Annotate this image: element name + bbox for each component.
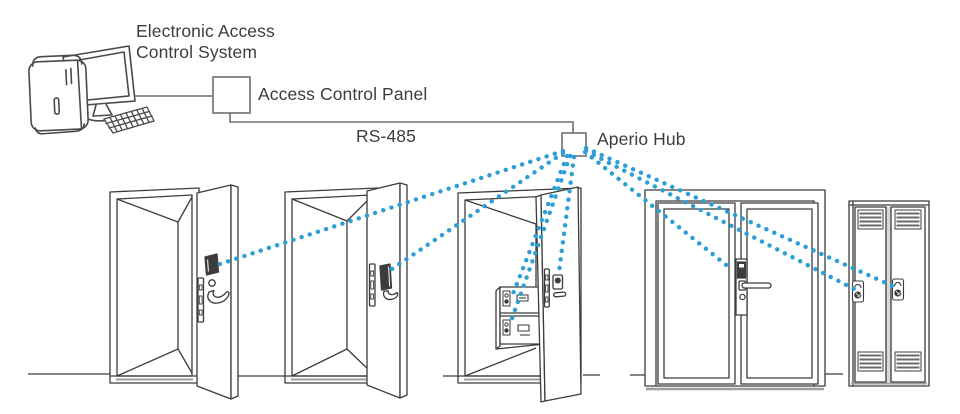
cabinet-drawer-1-lock-icon bbox=[502, 290, 511, 307]
cabinet-drawer-2-lock-icon bbox=[502, 319, 511, 336]
door-3-lock-icon bbox=[543, 268, 567, 308]
access-control-panel-box bbox=[212, 76, 251, 114]
wireless-link-door-2-lock bbox=[389, 150, 566, 272]
rs485-label: RS-485 bbox=[356, 126, 416, 146]
door-2 bbox=[284, 182, 408, 399]
ground-lines bbox=[28, 373, 843, 377]
locker-vent-grilles bbox=[857, 209, 922, 372]
wireless-link-cabinet-drawer-1-lock bbox=[508, 153, 570, 302]
aperio-hub-box bbox=[561, 132, 587, 157]
keyboard-icon bbox=[103, 106, 155, 134]
door-1 bbox=[109, 184, 239, 400]
door-4-lock-icon bbox=[735, 258, 772, 316]
wireless-link-locker-door-1-lock bbox=[583, 148, 861, 294]
wireless-link-locker-door-2-lock bbox=[583, 145, 900, 291]
cabinet-drawer-2-handle-icon bbox=[517, 324, 530, 336]
computer-illustration bbox=[28, 45, 155, 135]
wire-panel-to-hub-rs485 bbox=[229, 113, 574, 133]
door-4 bbox=[644, 189, 826, 391]
hub-label: Aperio Hub bbox=[597, 129, 686, 149]
locker-door-2-lock-icon bbox=[891, 278, 905, 301]
locker-cabinet bbox=[848, 200, 930, 387]
door-1-lock-icon bbox=[197, 253, 230, 323]
control-system-label: Electronic Access Control System bbox=[136, 21, 275, 62]
computer-tower-icon bbox=[28, 54, 89, 135]
door-3 bbox=[457, 186, 582, 403]
wireless-link-door-3-lock bbox=[556, 154, 577, 275]
locker-door-1-lock-icon bbox=[851, 280, 865, 303]
wireless-link-door-1-lock bbox=[211, 148, 566, 269]
cabinet bbox=[495, 286, 546, 350]
control-panel-label: Access Control Panel bbox=[258, 84, 428, 104]
wireless-links bbox=[211, 145, 900, 327]
wireless-link-door-4-lock bbox=[582, 149, 733, 271]
door-2-lock-icon bbox=[368, 263, 399, 307]
